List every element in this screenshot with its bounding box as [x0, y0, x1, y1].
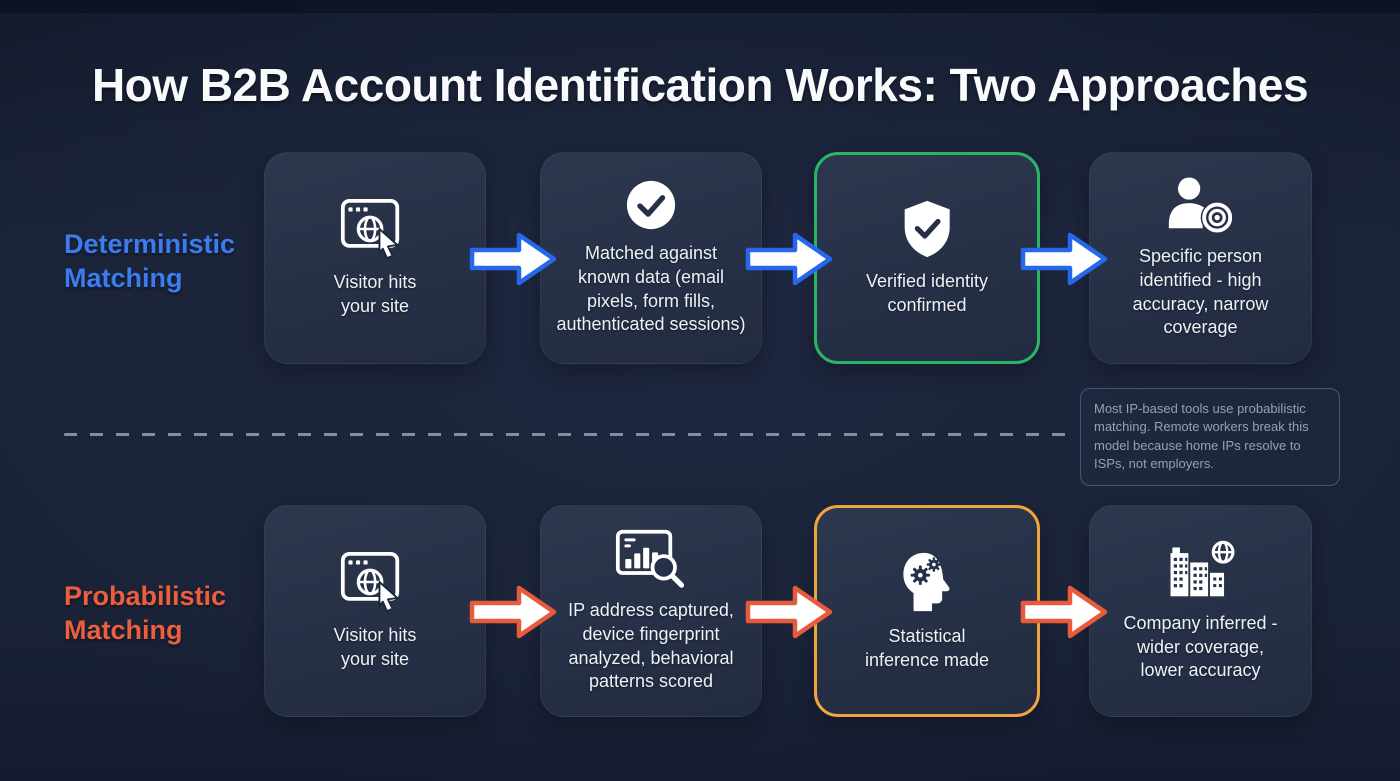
arrow-right-icon: [469, 584, 557, 640]
step-box-probabilistic-ip: IP address captured, device fingerprint …: [540, 505, 762, 717]
arrow-right-icon: [745, 584, 833, 640]
step-box-deterministic-visitor: Visitor hits your site: [264, 152, 486, 364]
deterministic-row-label: Deterministic Matching: [64, 229, 236, 294]
step-box-probabilistic-visitor: Visitor hits your site: [264, 505, 486, 717]
arrow-right-icon: [469, 231, 557, 287]
step-text: Verified identity confirmed: [865, 270, 989, 315]
page-title: How B2B Account Identification Works: Tw…: [91, 59, 1309, 111]
step-box-deterministic-matched: Matched against known data (email pixels…: [540, 152, 762, 364]
arrow-right-icon: [1020, 584, 1108, 640]
chart-magnifier-icon: [615, 528, 686, 588]
person-target-icon: [1164, 176, 1237, 234]
step-box-probabilistic-inference: Statistical inference made: [814, 505, 1040, 717]
step-text: Visitor hits your site: [333, 271, 417, 316]
buildings-globe-icon: [1163, 539, 1238, 601]
step-text: Company inferred - wider coverage, lower…: [1123, 612, 1278, 681]
step-text: Statistical inference made: [864, 625, 990, 670]
step-box-deterministic-verified: Verified identity confirmed: [814, 152, 1040, 364]
step-box-probabilistic-company: Company inferred - wider coverage, lower…: [1089, 505, 1312, 717]
step-text: Matched against known data (email pixels…: [556, 243, 746, 335]
browser-globe-cursor-icon: [340, 198, 410, 260]
step-box-deterministic-person: Specific person identified - high accura…: [1089, 152, 1312, 364]
check-circle-icon: [625, 179, 677, 231]
browser-globe-cursor-icon: [340, 551, 410, 613]
note-text: Most IP-based tools use probabilistic ma…: [1094, 401, 1309, 472]
head-gears-icon: [899, 550, 955, 614]
shield-check-icon: [900, 199, 954, 259]
step-text: Visitor hits your site: [333, 624, 417, 669]
step-text: Specific person identified - high accura…: [1132, 246, 1269, 338]
arrow-right-icon: [745, 231, 833, 287]
dashed-divider: [64, 433, 1066, 436]
arrow-right-icon: [1020, 231, 1108, 287]
step-text: IP address captured, device fingerprint …: [568, 600, 734, 692]
probabilistic-row-label: Probabilistic Matching: [64, 581, 227, 646]
note-box: Most IP-based tools use probabilistic ma…: [1080, 388, 1340, 486]
